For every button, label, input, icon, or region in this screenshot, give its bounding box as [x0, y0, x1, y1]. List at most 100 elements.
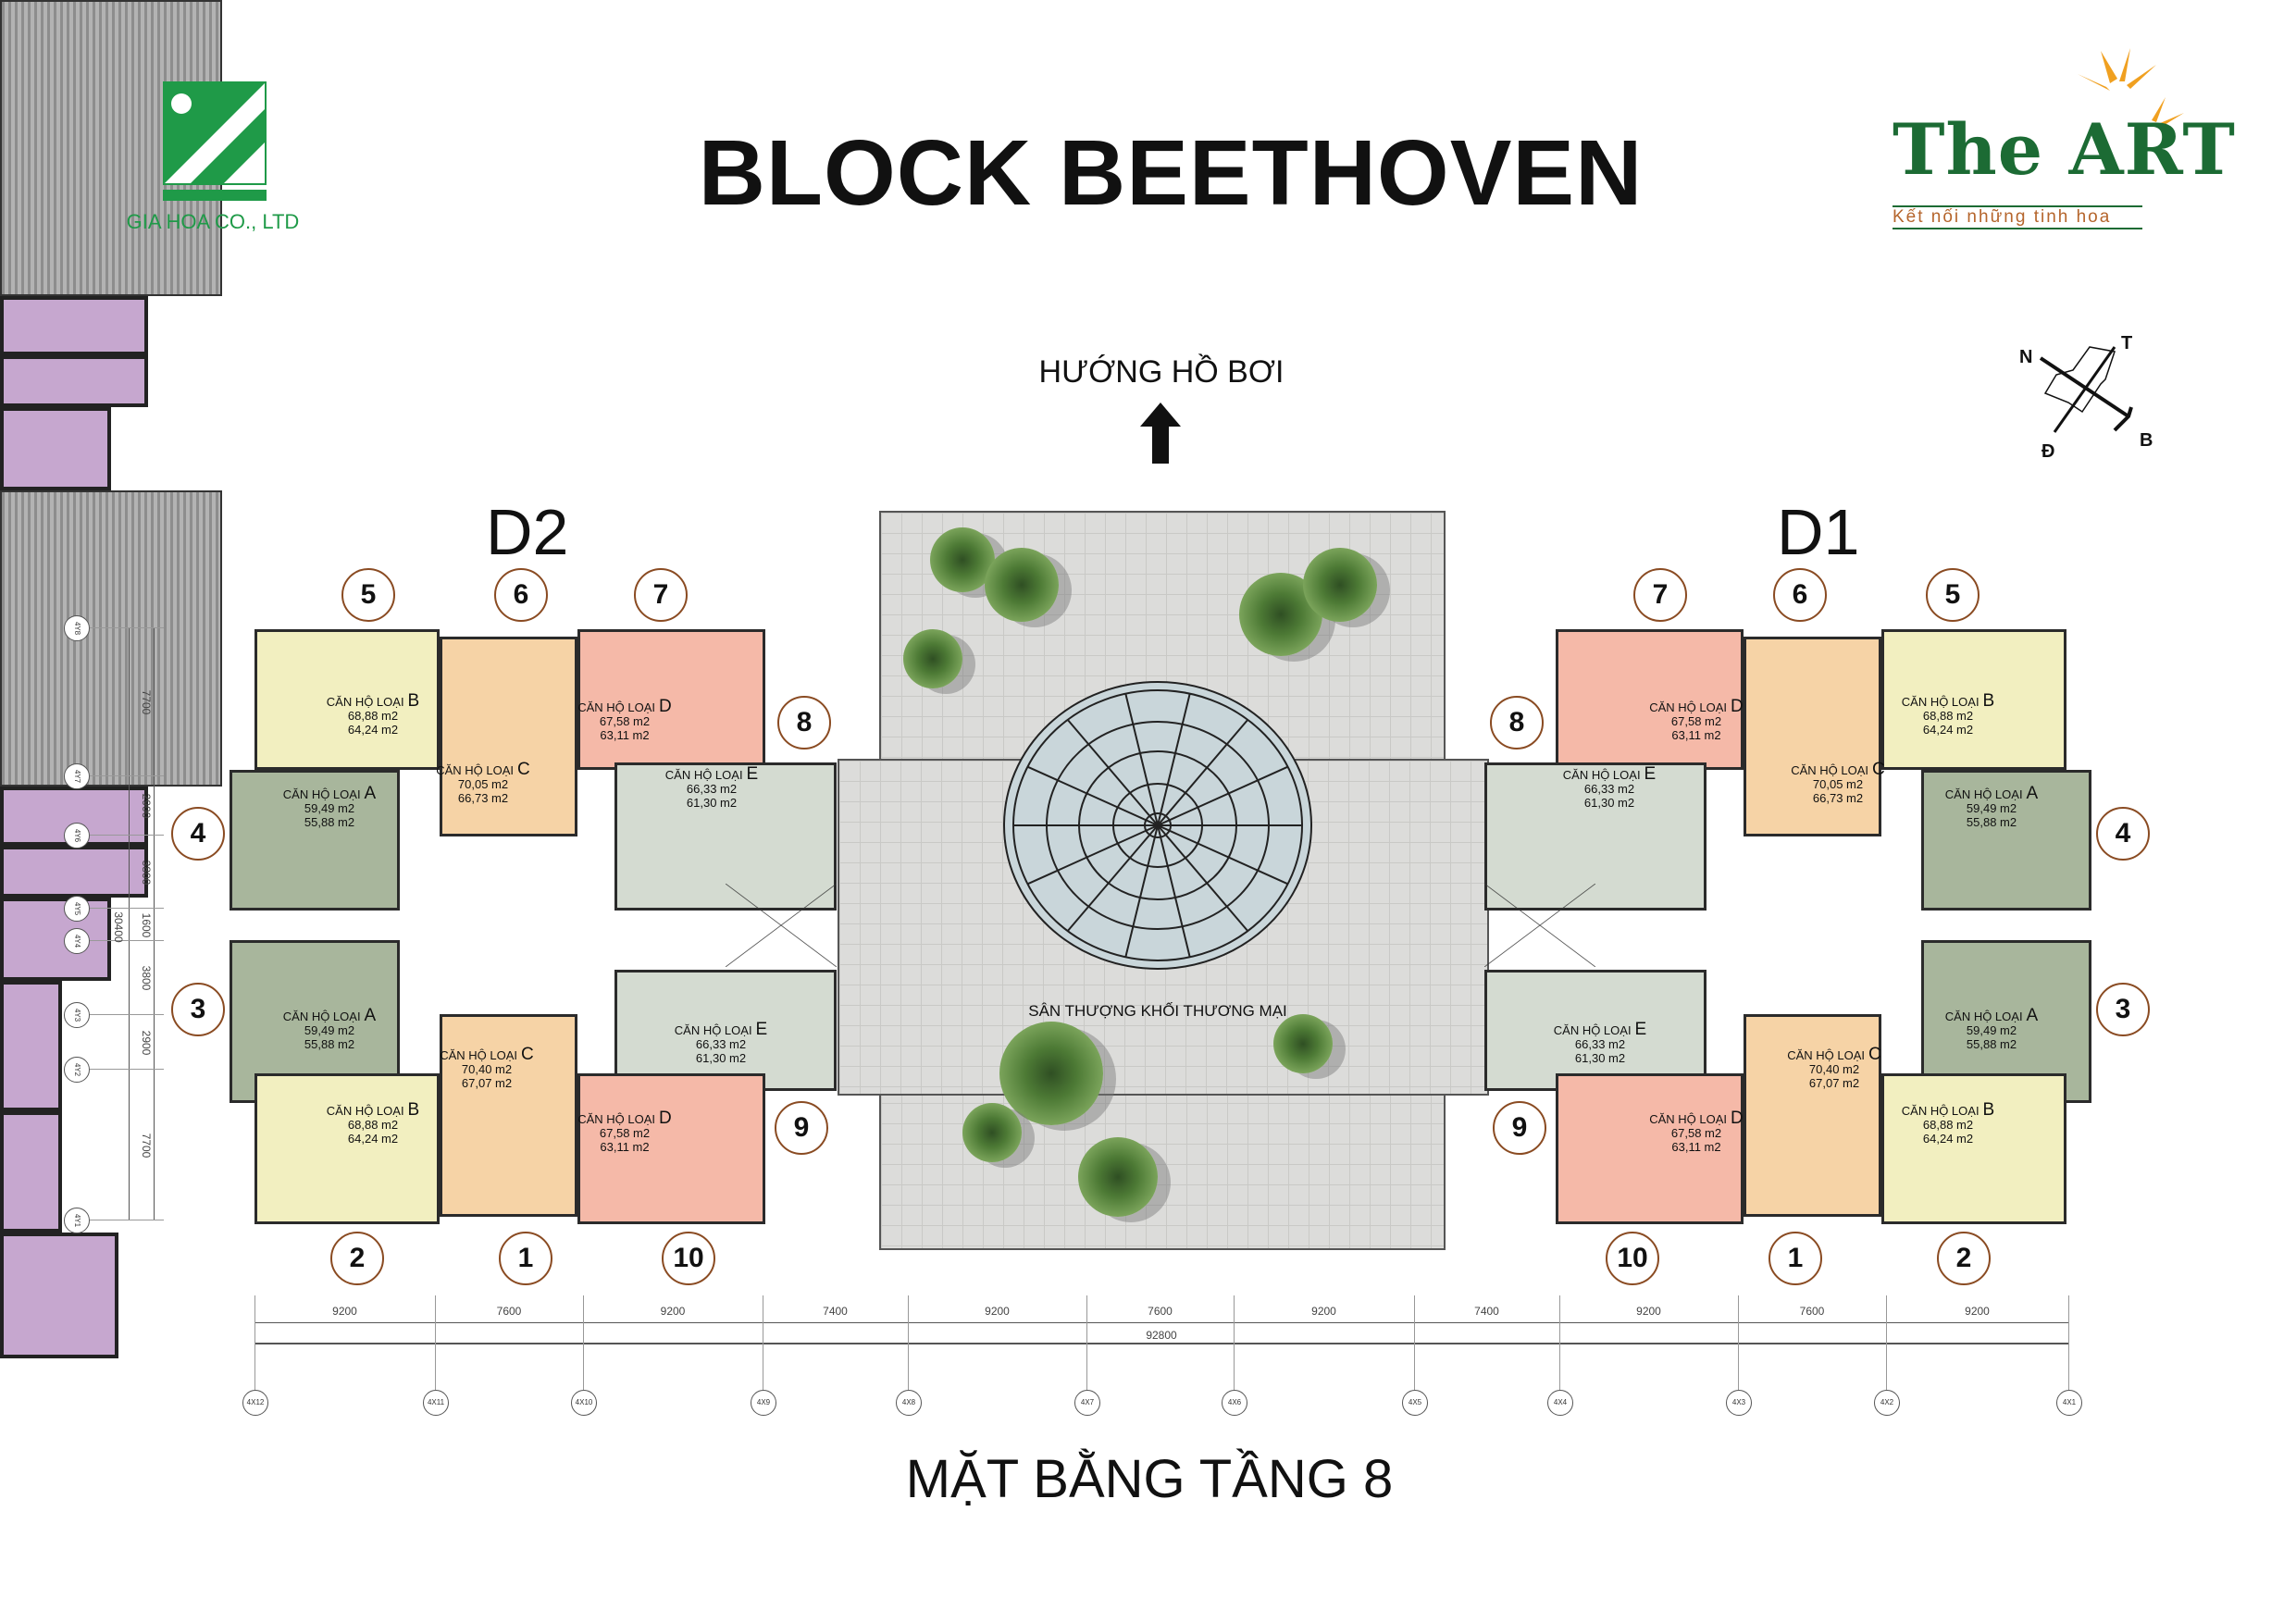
grid-line-x	[583, 1295, 584, 1390]
dome-rib	[1027, 765, 1159, 826]
apartment-area-1: 66,33 m2	[1574, 1037, 1626, 1051]
page-title: BLOCK BEETHOVEN	[698, 121, 1644, 225]
apartment-d1-10[interactable]	[1556, 1073, 1744, 1224]
grid-axis-y: 4Y8	[64, 615, 90, 641]
dim-y-span: 7700	[140, 689, 153, 715]
grid-line-x	[1234, 1295, 1235, 1390]
apartment-d1-1[interactable]	[1744, 1014, 1881, 1217]
apartment-number-d2-8: 8	[777, 696, 831, 750]
compass-d: Đ	[2042, 441, 2055, 462]
apartment-type: A	[364, 1006, 377, 1025]
apartment-type: E	[755, 1020, 768, 1039]
the-art-logo-text: The ART	[1893, 108, 2236, 191]
apartment-type-label: CĂN HỘ LOẠI	[1944, 787, 2023, 801]
apartment-number-d2-5: 5	[341, 568, 395, 622]
the-art-logo: The ART Kết nối những tinh hoa	[1888, 46, 2235, 241]
dim-x-span: 9200	[1311, 1305, 1336, 1318]
north-arrow-icon	[1140, 403, 1181, 464]
apartment-d2-5[interactable]	[254, 629, 440, 770]
apartment-area-1: 59,49 m2	[304, 1023, 355, 1037]
grid-line-x	[908, 1295, 909, 1390]
dome-rib	[1157, 824, 1288, 886]
apartment-area-2: 55,88 m2	[1966, 815, 2017, 829]
elevator-core-d2	[0, 355, 148, 407]
the-art-logo-flowers	[2078, 48, 2184, 128]
grid-axis-x: 4X1	[2056, 1390, 2082, 1416]
apartment-type-label: CĂN HỘ LOẠI	[664, 768, 743, 782]
apartment-area-2: 64,24 m2	[347, 723, 399, 737]
tree-icon	[985, 548, 1059, 622]
apartment-type-label: CĂN HỘ LOẠI	[440, 1048, 518, 1062]
grid-axis-x: 4X12	[242, 1390, 268, 1416]
apartment-type: D	[659, 1109, 672, 1128]
apartment-d1-7[interactable]	[1556, 629, 1744, 770]
apartment-type: E	[1634, 1020, 1647, 1039]
apartment-type: E	[746, 764, 759, 784]
apartment-area-2: 61,30 m2	[686, 796, 738, 810]
grid-axis-x: 4X5	[1402, 1390, 1428, 1416]
apartment-area-1: 59,49 m2	[1966, 801, 2017, 815]
dim-line-y	[154, 627, 155, 1220]
apartment-d2-7[interactable]	[577, 629, 765, 770]
apartment-type-label: CĂN HỘ LOẠI	[1901, 1104, 1980, 1118]
apartment-type: A	[2026, 784, 2039, 803]
apartment-d2-6[interactable]	[440, 637, 577, 836]
apartment-d2-4[interactable]	[230, 770, 400, 911]
apartment-d1-2[interactable]	[1881, 1073, 2066, 1224]
grid-axis-x: 4X11	[423, 1390, 449, 1416]
apartment-d2-1[interactable]	[440, 1014, 577, 1217]
dim-line-y-total	[129, 627, 130, 1220]
apartment-area-2: 61,30 m2	[1583, 796, 1635, 810]
apartment-d2-2[interactable]	[254, 1073, 440, 1224]
apartment-area-2: 67,07 m2	[461, 1076, 513, 1090]
apartment-d1-6[interactable]	[1744, 637, 1881, 836]
tree-icon	[962, 1103, 1022, 1162]
apartment-d1-4[interactable]	[1921, 770, 2091, 911]
apartment-type: B	[407, 691, 420, 711]
apartment-number-d2-3: 3	[171, 983, 225, 1036]
grid-axis-x: 4X10	[571, 1390, 597, 1416]
dim-x-span: 9200	[660, 1305, 686, 1318]
dome-rib	[1066, 824, 1159, 932]
apartment-d2-9[interactable]	[614, 970, 837, 1091]
grid-line-x	[1086, 1295, 1087, 1390]
apartment-area-2: 55,88 m2	[304, 815, 355, 829]
tree-icon	[999, 1022, 1103, 1125]
grid-line-y	[90, 940, 164, 941]
apartment-d1-5[interactable]	[1881, 629, 2066, 770]
dim-y-span: 3800	[140, 860, 153, 885]
compass-t: T	[2121, 333, 2133, 353]
apartment-number-d1-2: 2	[1937, 1232, 1991, 1285]
apartment-type: B	[1982, 1100, 1995, 1120]
dim-x-span: 7600	[496, 1305, 522, 1318]
grid-axis-y: 4Y7	[64, 763, 90, 789]
dome-rib	[1124, 693, 1159, 826]
elevator-core-d1	[0, 846, 148, 898]
apartment-d2-10[interactable]	[577, 1073, 765, 1224]
apartment-type: C	[1872, 760, 1885, 779]
dome-rib	[1157, 824, 1249, 932]
grid-line-x	[1886, 1295, 1887, 1390]
block-name-d1: D1	[1777, 496, 1860, 568]
dim-x-span: 9200	[985, 1305, 1010, 1318]
apartment-area-1: 68,88 m2	[1922, 709, 1974, 723]
apartment-type: C	[521, 1045, 534, 1064]
stair-d1	[0, 898, 111, 981]
void-d2	[726, 884, 837, 967]
apartment-area-1: 66,33 m2	[1583, 782, 1635, 796]
apartment-type-label: CĂN HỘ LOẠI	[577, 1112, 656, 1126]
